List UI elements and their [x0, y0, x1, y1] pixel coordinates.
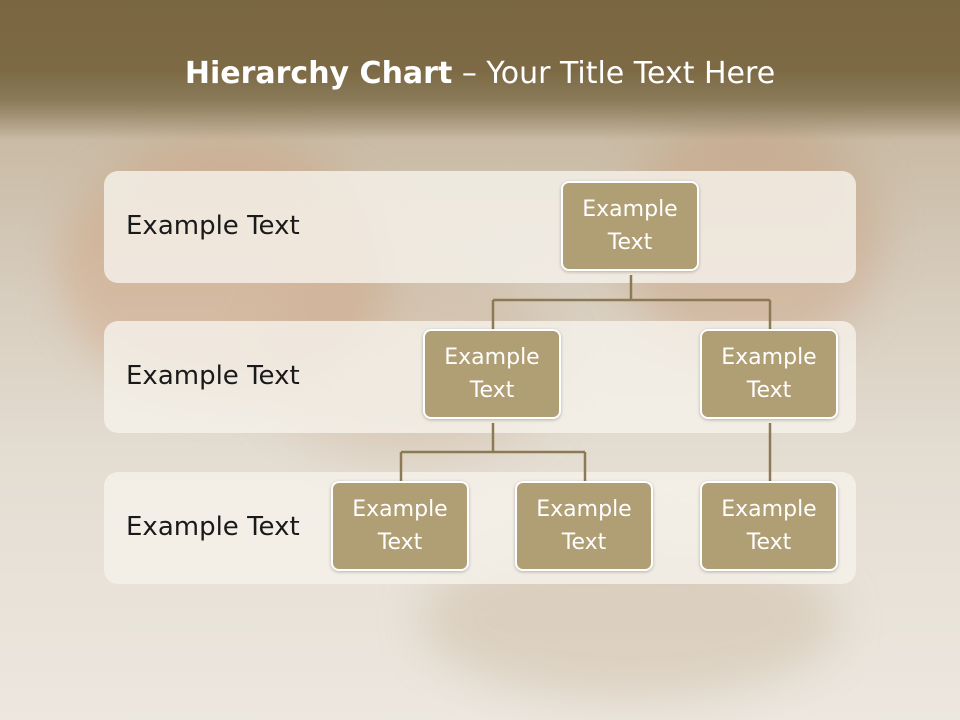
- connector-left-children: [399, 423, 587, 481]
- level-label-2: Example Text: [126, 361, 300, 391]
- level-label-3: Example Text: [126, 512, 300, 542]
- slide-title: Hierarchy Chart – Your Title Text Here: [0, 56, 960, 91]
- node-level2-left[interactable]: Example Text: [423, 329, 561, 419]
- node-level3-2[interactable]: Example Text: [515, 481, 653, 571]
- title-banner: [0, 0, 960, 140]
- node-root[interactable]: Example Text: [561, 181, 699, 271]
- node-level3-1[interactable]: Example Text: [331, 481, 469, 571]
- node-level3-3[interactable]: Example Text: [700, 481, 838, 571]
- level-band-1: [104, 171, 856, 283]
- title-rest: – Your Title Text Here: [452, 56, 776, 91]
- level-label-1: Example Text: [126, 211, 300, 241]
- node-level2-right[interactable]: Example Text: [700, 329, 838, 419]
- title-bold: Hierarchy Chart: [184, 56, 453, 91]
- connector-root-children: [491, 275, 772, 330]
